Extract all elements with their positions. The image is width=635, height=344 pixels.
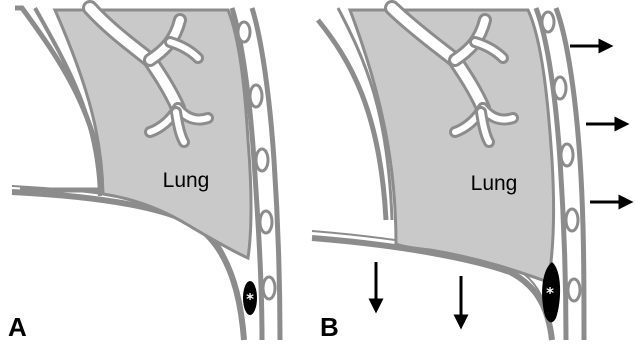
- effusion-marker-b: *: [546, 284, 554, 302]
- panel-label-b: B: [320, 314, 339, 340]
- rib-a-4: [260, 211, 272, 233]
- lung-label-a: Lung: [163, 169, 210, 192]
- rib-a-3: [256, 149, 268, 171]
- rib-b-5: [568, 279, 580, 301]
- rib-b-4: [566, 209, 578, 231]
- lung-label-b: Lung: [471, 172, 518, 195]
- effusion-marker-a: *: [246, 290, 254, 308]
- rib-b-1: [542, 12, 554, 32]
- panel-b: * Lung: [312, 8, 626, 340]
- panel-label-a: A: [8, 314, 27, 340]
- rib-a-5: [263, 277, 275, 299]
- panel-a: * Lung: [12, 8, 280, 340]
- rib-b-3: [561, 144, 573, 166]
- rib-a-1: [238, 22, 250, 42]
- rib-b-2: [554, 77, 566, 99]
- rib-a-2: [250, 85, 262, 107]
